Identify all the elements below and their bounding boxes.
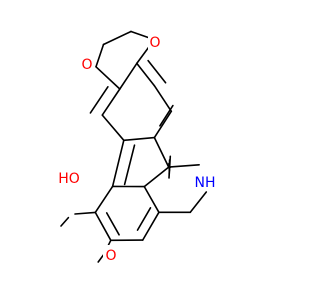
bond xyxy=(143,185,160,214)
label-bg xyxy=(56,168,82,186)
oxygen-atom-top-right: O xyxy=(149,35,160,51)
label-bg xyxy=(79,54,94,72)
bond xyxy=(89,86,109,114)
bond xyxy=(143,166,170,188)
bonds xyxy=(60,30,208,263)
molecule-structure: O O HO O NH xyxy=(56,30,218,264)
bond xyxy=(147,59,167,84)
bond xyxy=(95,66,121,90)
bond xyxy=(159,104,174,127)
bond xyxy=(168,155,172,179)
structure-canvas: O O HO O NH xyxy=(56,30,218,264)
bond xyxy=(123,136,156,142)
amine-group: NH xyxy=(195,175,216,191)
bond xyxy=(136,207,152,231)
bond xyxy=(111,139,125,188)
bond xyxy=(94,211,112,242)
bond xyxy=(101,88,121,116)
bond xyxy=(119,62,138,90)
methoxy-oxygen-atom: O xyxy=(105,248,116,264)
bond xyxy=(153,84,173,113)
bond xyxy=(189,191,208,214)
hydroxyl-group: HO xyxy=(58,171,80,187)
bond xyxy=(95,43,105,68)
bond xyxy=(141,211,160,241)
bond xyxy=(136,62,156,87)
bond xyxy=(123,144,136,186)
oxygen-atom-top-left: O xyxy=(81,57,92,73)
label-bg xyxy=(192,172,218,190)
bond xyxy=(167,164,200,168)
bond xyxy=(153,110,173,139)
hashed-wedge-bond xyxy=(167,155,172,179)
bond xyxy=(101,114,125,142)
atom-labels: O O HO O NH xyxy=(56,32,218,264)
bond xyxy=(153,136,170,168)
bond xyxy=(94,185,114,214)
bond xyxy=(74,211,97,215)
bond xyxy=(102,30,132,46)
bond xyxy=(60,216,70,227)
label-bg xyxy=(148,32,162,50)
bond xyxy=(105,212,120,236)
label-bg xyxy=(103,245,118,263)
